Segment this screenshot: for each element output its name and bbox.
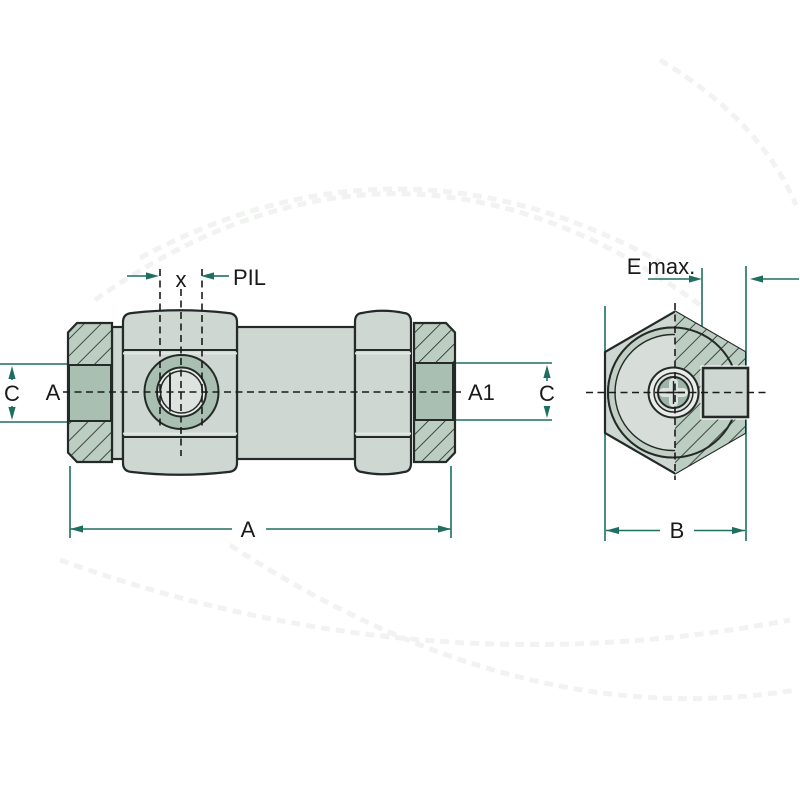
arrow-right-icon [689,275,702,283]
arrow-up-icon [543,365,551,378]
arrow-up-icon [8,366,16,379]
label-port-a1: A1 [468,380,495,405]
arrow-left-icon [606,526,619,535]
dim-c-left: C [0,363,67,423]
body-tube [235,325,357,461]
arrow-right-icon [732,526,745,535]
label-c-left: C [4,381,20,406]
label-pil: PIL [233,265,266,290]
label-e-max: E max. [627,254,695,279]
arrow-down-icon [8,407,16,420]
label-dim-a: A [241,517,256,542]
left-port-recess [68,364,112,422]
side-view [63,269,462,476]
arrow-right-icon [438,525,451,533]
arrow-right-icon [146,272,159,280]
label-c-right: C [539,381,555,406]
watermark-arcs [59,57,799,702]
label-dim-x: x [176,267,187,292]
label-dim-b: B [670,518,685,543]
arrow-left-icon [750,275,763,283]
dim-b: B [606,518,745,543]
label-port-a: A [46,380,61,405]
end-view [586,266,770,541]
c-left-label-backer [2,380,22,406]
dim-x-pil: x PIL [127,265,266,292]
dim-e-max: E max. [627,254,799,283]
c-right-label-backer [537,381,558,406]
arrow-left-icon [70,525,83,533]
dim-a-overall: A [69,466,452,542]
dimensions: x PIL C A A1 C [0,254,799,543]
arrow-down-icon [543,405,551,418]
left-neck [110,325,125,461]
dim-c-right: C [456,362,558,421]
arrow-left-icon [201,272,214,280]
